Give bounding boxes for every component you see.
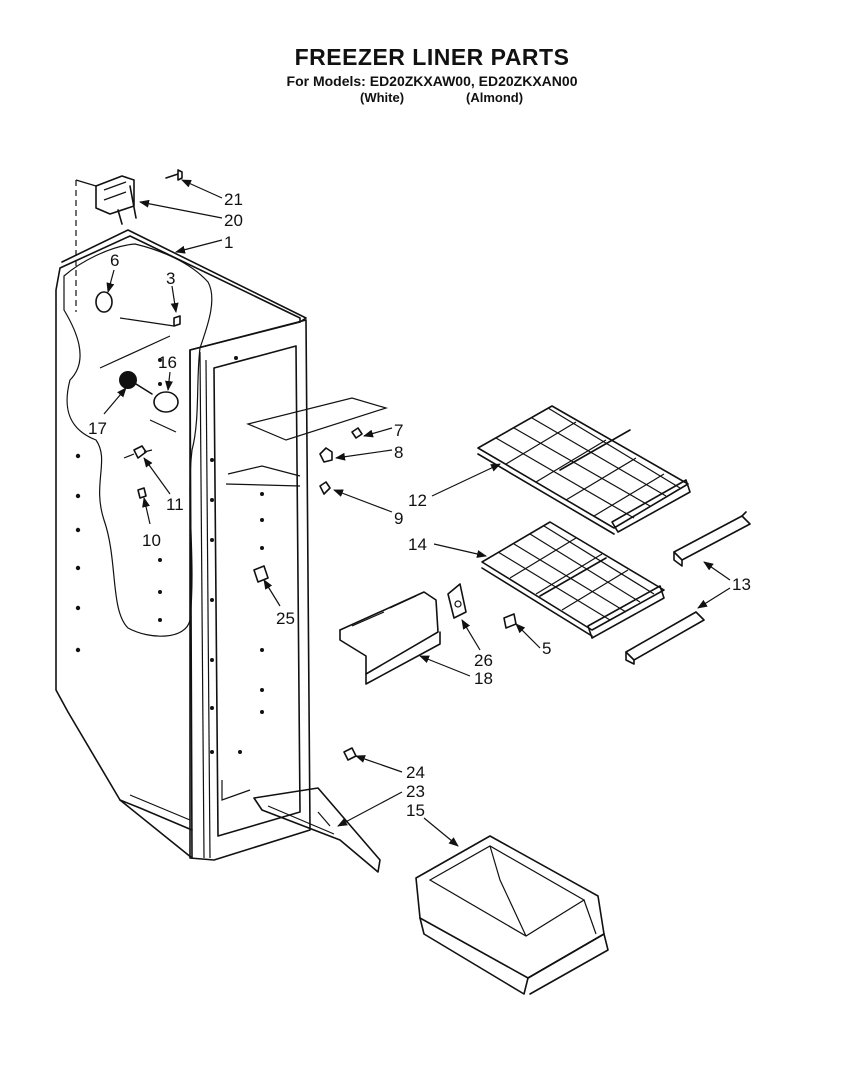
shelf-cover (339, 591, 441, 685)
screw-part-3 (173, 315, 181, 327)
callout-24: 24 (406, 763, 425, 782)
shelf-support-clips (319, 427, 363, 495)
clip-part-25 (253, 565, 269, 583)
callout-14: 14 (408, 535, 427, 554)
callout-8: 8 (394, 443, 403, 462)
callout-1: 1 (224, 233, 233, 252)
shelf-rails (625, 511, 751, 665)
callout-17: 17 (88, 419, 107, 438)
callout-18: 18 (474, 669, 493, 688)
callout-7: 7 (394, 421, 403, 440)
freezer-liner-cabinet (55, 229, 389, 861)
light-socket-and-bulb (99, 335, 179, 433)
callout-15: 15 (406, 801, 425, 820)
upper-wire-shelf (477, 405, 691, 535)
callout-11: 11 (166, 495, 184, 514)
ice-bin-basket (415, 835, 609, 995)
leader-lines (103, 179, 731, 847)
callout-12: 12 (408, 491, 427, 510)
variant-almond-label: (Almond) (466, 90, 524, 105)
callout-16: 16 (158, 353, 177, 372)
model-numbers: For Models: ED20ZKXAW00, ED20ZKXAN00 (286, 73, 578, 89)
page-title: FREEZER LINER PARTS (294, 44, 570, 70)
callout-21: 21 (224, 190, 243, 209)
screw-part-10 (137, 487, 147, 499)
callout-23: 23 (406, 782, 425, 801)
callout-25: 25 (276, 609, 295, 628)
bracket-part-26-and-screw-5 (447, 583, 517, 629)
lower-wire-shelf (481, 521, 665, 639)
callout-5: 5 (542, 639, 551, 658)
callout-6: 6 (110, 251, 119, 270)
plug-part (95, 291, 113, 313)
connector-11-wires (123, 449, 153, 459)
variant-white-label: (White) (360, 90, 405, 105)
top-bracket-assembly (75, 169, 183, 312)
screw-3-leader (119, 317, 175, 327)
callout-20: 20 (224, 211, 243, 230)
callout-3: 3 (166, 269, 175, 288)
callout-9: 9 (394, 509, 403, 528)
callout-26: 26 (474, 651, 493, 670)
bottom-track-and-screw (253, 747, 381, 873)
callout-13: 13 (732, 575, 751, 594)
callout-10: 10 (142, 531, 161, 550)
